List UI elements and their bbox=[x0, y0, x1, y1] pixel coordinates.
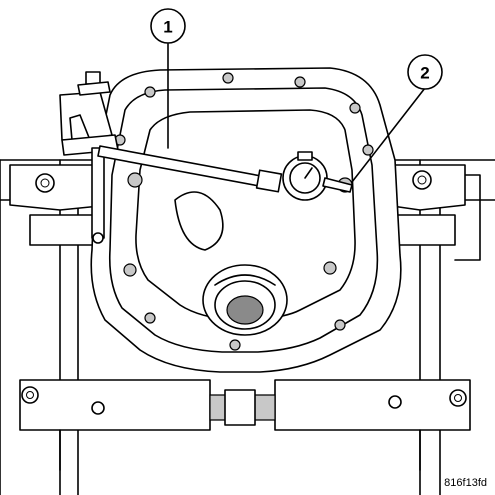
dial-indicator bbox=[282, 151, 353, 201]
callout-1-label: 1 bbox=[163, 18, 172, 37]
leader-lines bbox=[167, 43, 426, 183]
pinion-bore bbox=[174, 191, 288, 336]
indicator-arm bbox=[97, 145, 283, 193]
figure-id: 816f13fd bbox=[444, 477, 487, 489]
callout-1: 1 bbox=[150, 8, 186, 44]
callout-2: 2 bbox=[407, 54, 443, 90]
callout-2-label: 2 bbox=[420, 64, 429, 83]
bottom-cross-member bbox=[19, 379, 471, 471]
